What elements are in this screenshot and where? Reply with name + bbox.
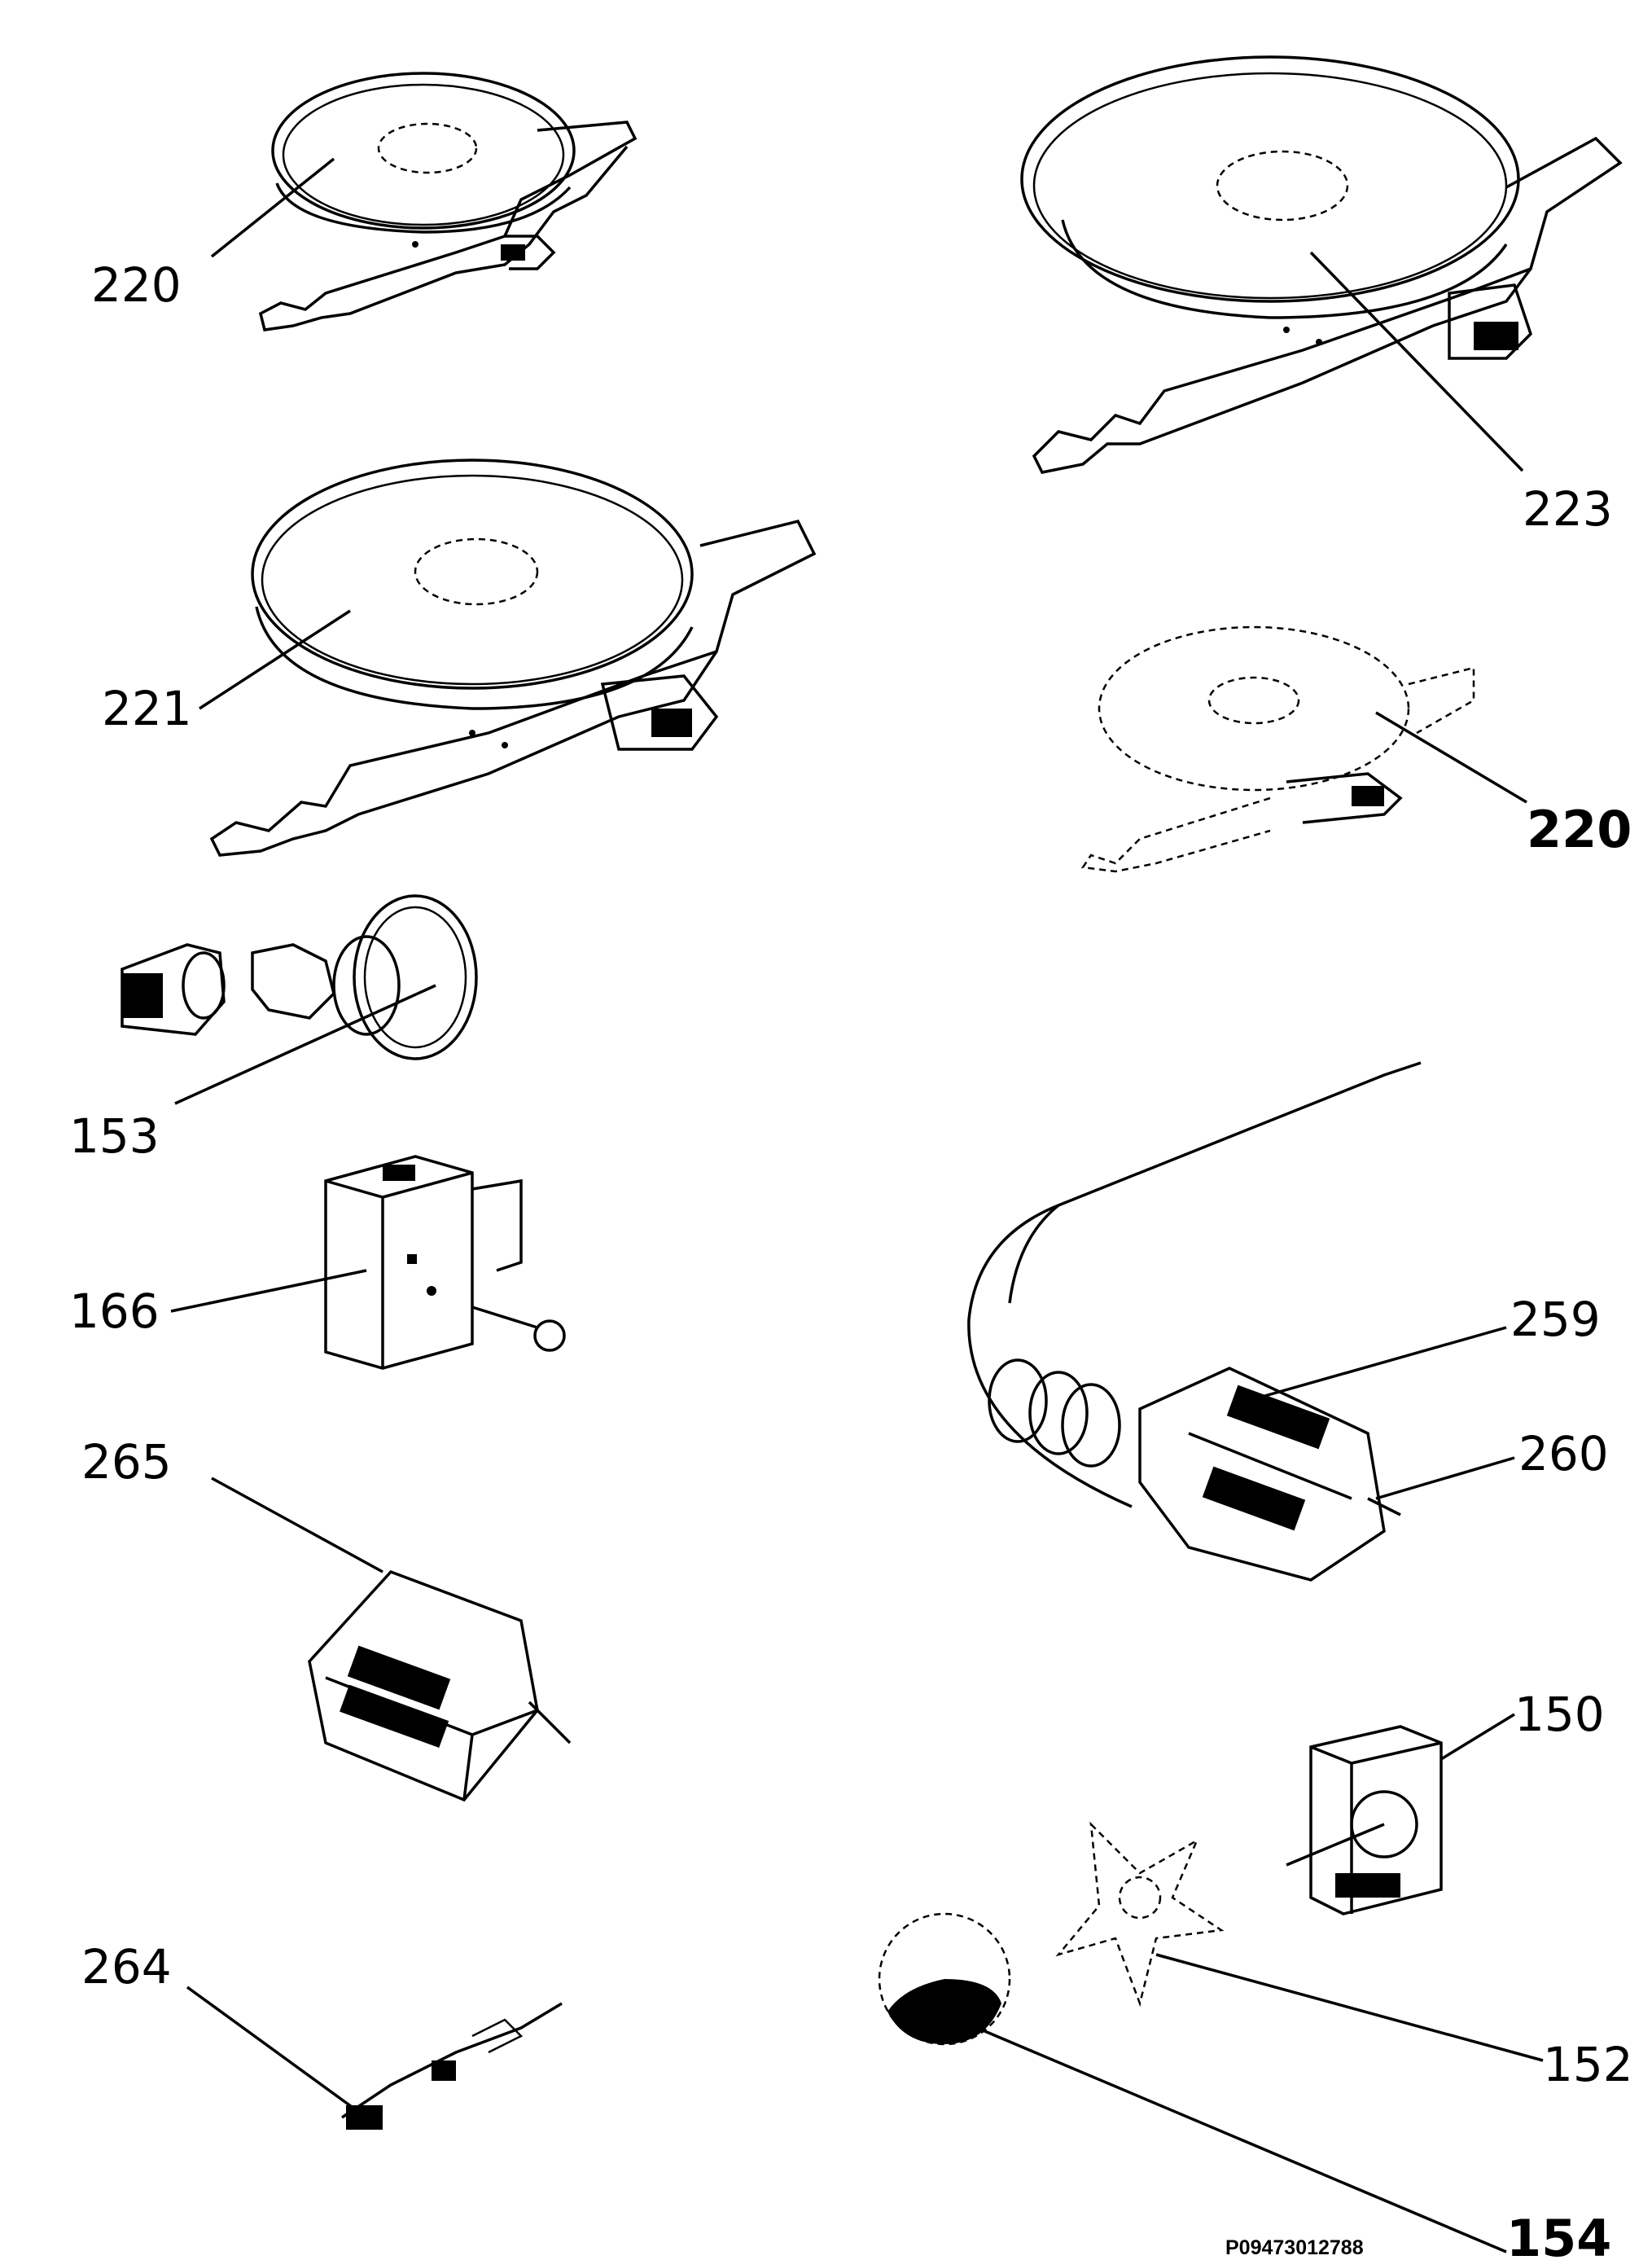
thermostat-150 (1286, 1725, 1443, 1916)
label-154: 154 (1506, 2209, 1611, 2260)
label-223: 223 (1523, 481, 1613, 537)
label-150: 150 (1514, 1687, 1605, 1742)
hotplate-220-right (1080, 625, 1475, 873)
lamp-cover-154 (878, 1912, 1011, 2046)
label-220-right: 220 (1527, 800, 1632, 859)
selector-switch-265 (308, 1569, 572, 1802)
hotplate-221-large (209, 459, 817, 857)
hotplate-223-large (1020, 55, 1623, 474)
label-220-top-left: 220 (91, 257, 182, 313)
label-259: 259 (1510, 1292, 1601, 1347)
hotplate-220-small (258, 72, 638, 331)
label-265: 265 (81, 1434, 172, 1490)
label-264: 264 (81, 1939, 172, 1995)
switch-assembly-259-260 (967, 1061, 1422, 1582)
control-knob-153 (121, 894, 478, 1060)
fan-blade-152 (1055, 1821, 1225, 2008)
label-221: 221 (102, 681, 192, 736)
label-260: 260 (1518, 1426, 1609, 1481)
energy-regulator-166 (324, 1155, 566, 1370)
label-166: 166 (69, 1284, 160, 1339)
connector-264 (341, 2002, 563, 2130)
leader-lines (170, 157, 1544, 2253)
label-152: 152 (1543, 2037, 1633, 2092)
document-reference: P09473012788 (1225, 2236, 1364, 2259)
label-153: 153 (69, 1108, 160, 1164)
